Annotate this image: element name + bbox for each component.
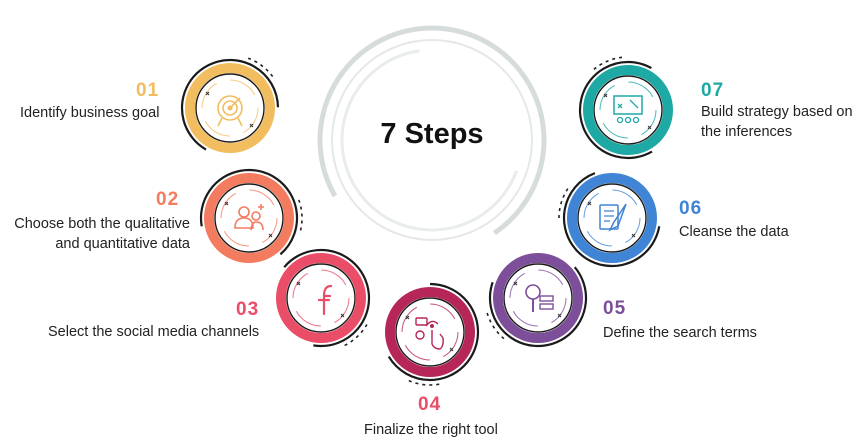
step-02-label-line1: Choose both the qualitative <box>14 216 190 232</box>
dashed-arc <box>484 244 592 352</box>
search-terms-icon <box>525 284 554 312</box>
step-05-circle <box>484 244 592 352</box>
step-06-circle <box>558 164 666 272</box>
step-02-number: 02 <box>156 189 180 210</box>
step-01-label: Identify business goal <box>20 105 160 121</box>
dashed-arc <box>558 164 666 272</box>
strategy-board-icon <box>613 95 643 124</box>
touch-hand-icon <box>415 317 444 350</box>
step-04-number: 04 <box>418 394 442 415</box>
diagram-title: 7 Steps <box>380 118 484 150</box>
step-02-label-line2: and quantitative data <box>55 236 190 252</box>
step-07-circle <box>574 56 682 164</box>
step-06-number: 06 <box>679 198 703 219</box>
center-rings <box>317 25 547 255</box>
users-icon <box>234 204 264 231</box>
facebook-icon <box>317 284 333 316</box>
step-07-number: 07 <box>701 80 725 101</box>
dashed-arc <box>176 54 284 162</box>
step-04-label: Finalize the right tool <box>364 422 498 438</box>
step-05-label: Define the search terms <box>603 325 757 341</box>
step-03-number: 03 <box>236 299 260 320</box>
dashed-arc <box>376 278 484 386</box>
step-01-number: 01 <box>136 80 160 101</box>
step-01-circle <box>176 54 284 162</box>
step-04-circle <box>376 278 484 386</box>
step-06-label: Cleanse the data <box>679 224 789 240</box>
step-07-label-line1: Build strategy based on <box>701 104 853 120</box>
cleanse-icon <box>599 203 627 232</box>
step-07-label-line2: the inferences <box>701 124 793 140</box>
target-icon <box>217 95 243 127</box>
step-03-label: Select the social media channels <box>48 324 260 340</box>
step-05-number: 05 <box>603 298 627 319</box>
